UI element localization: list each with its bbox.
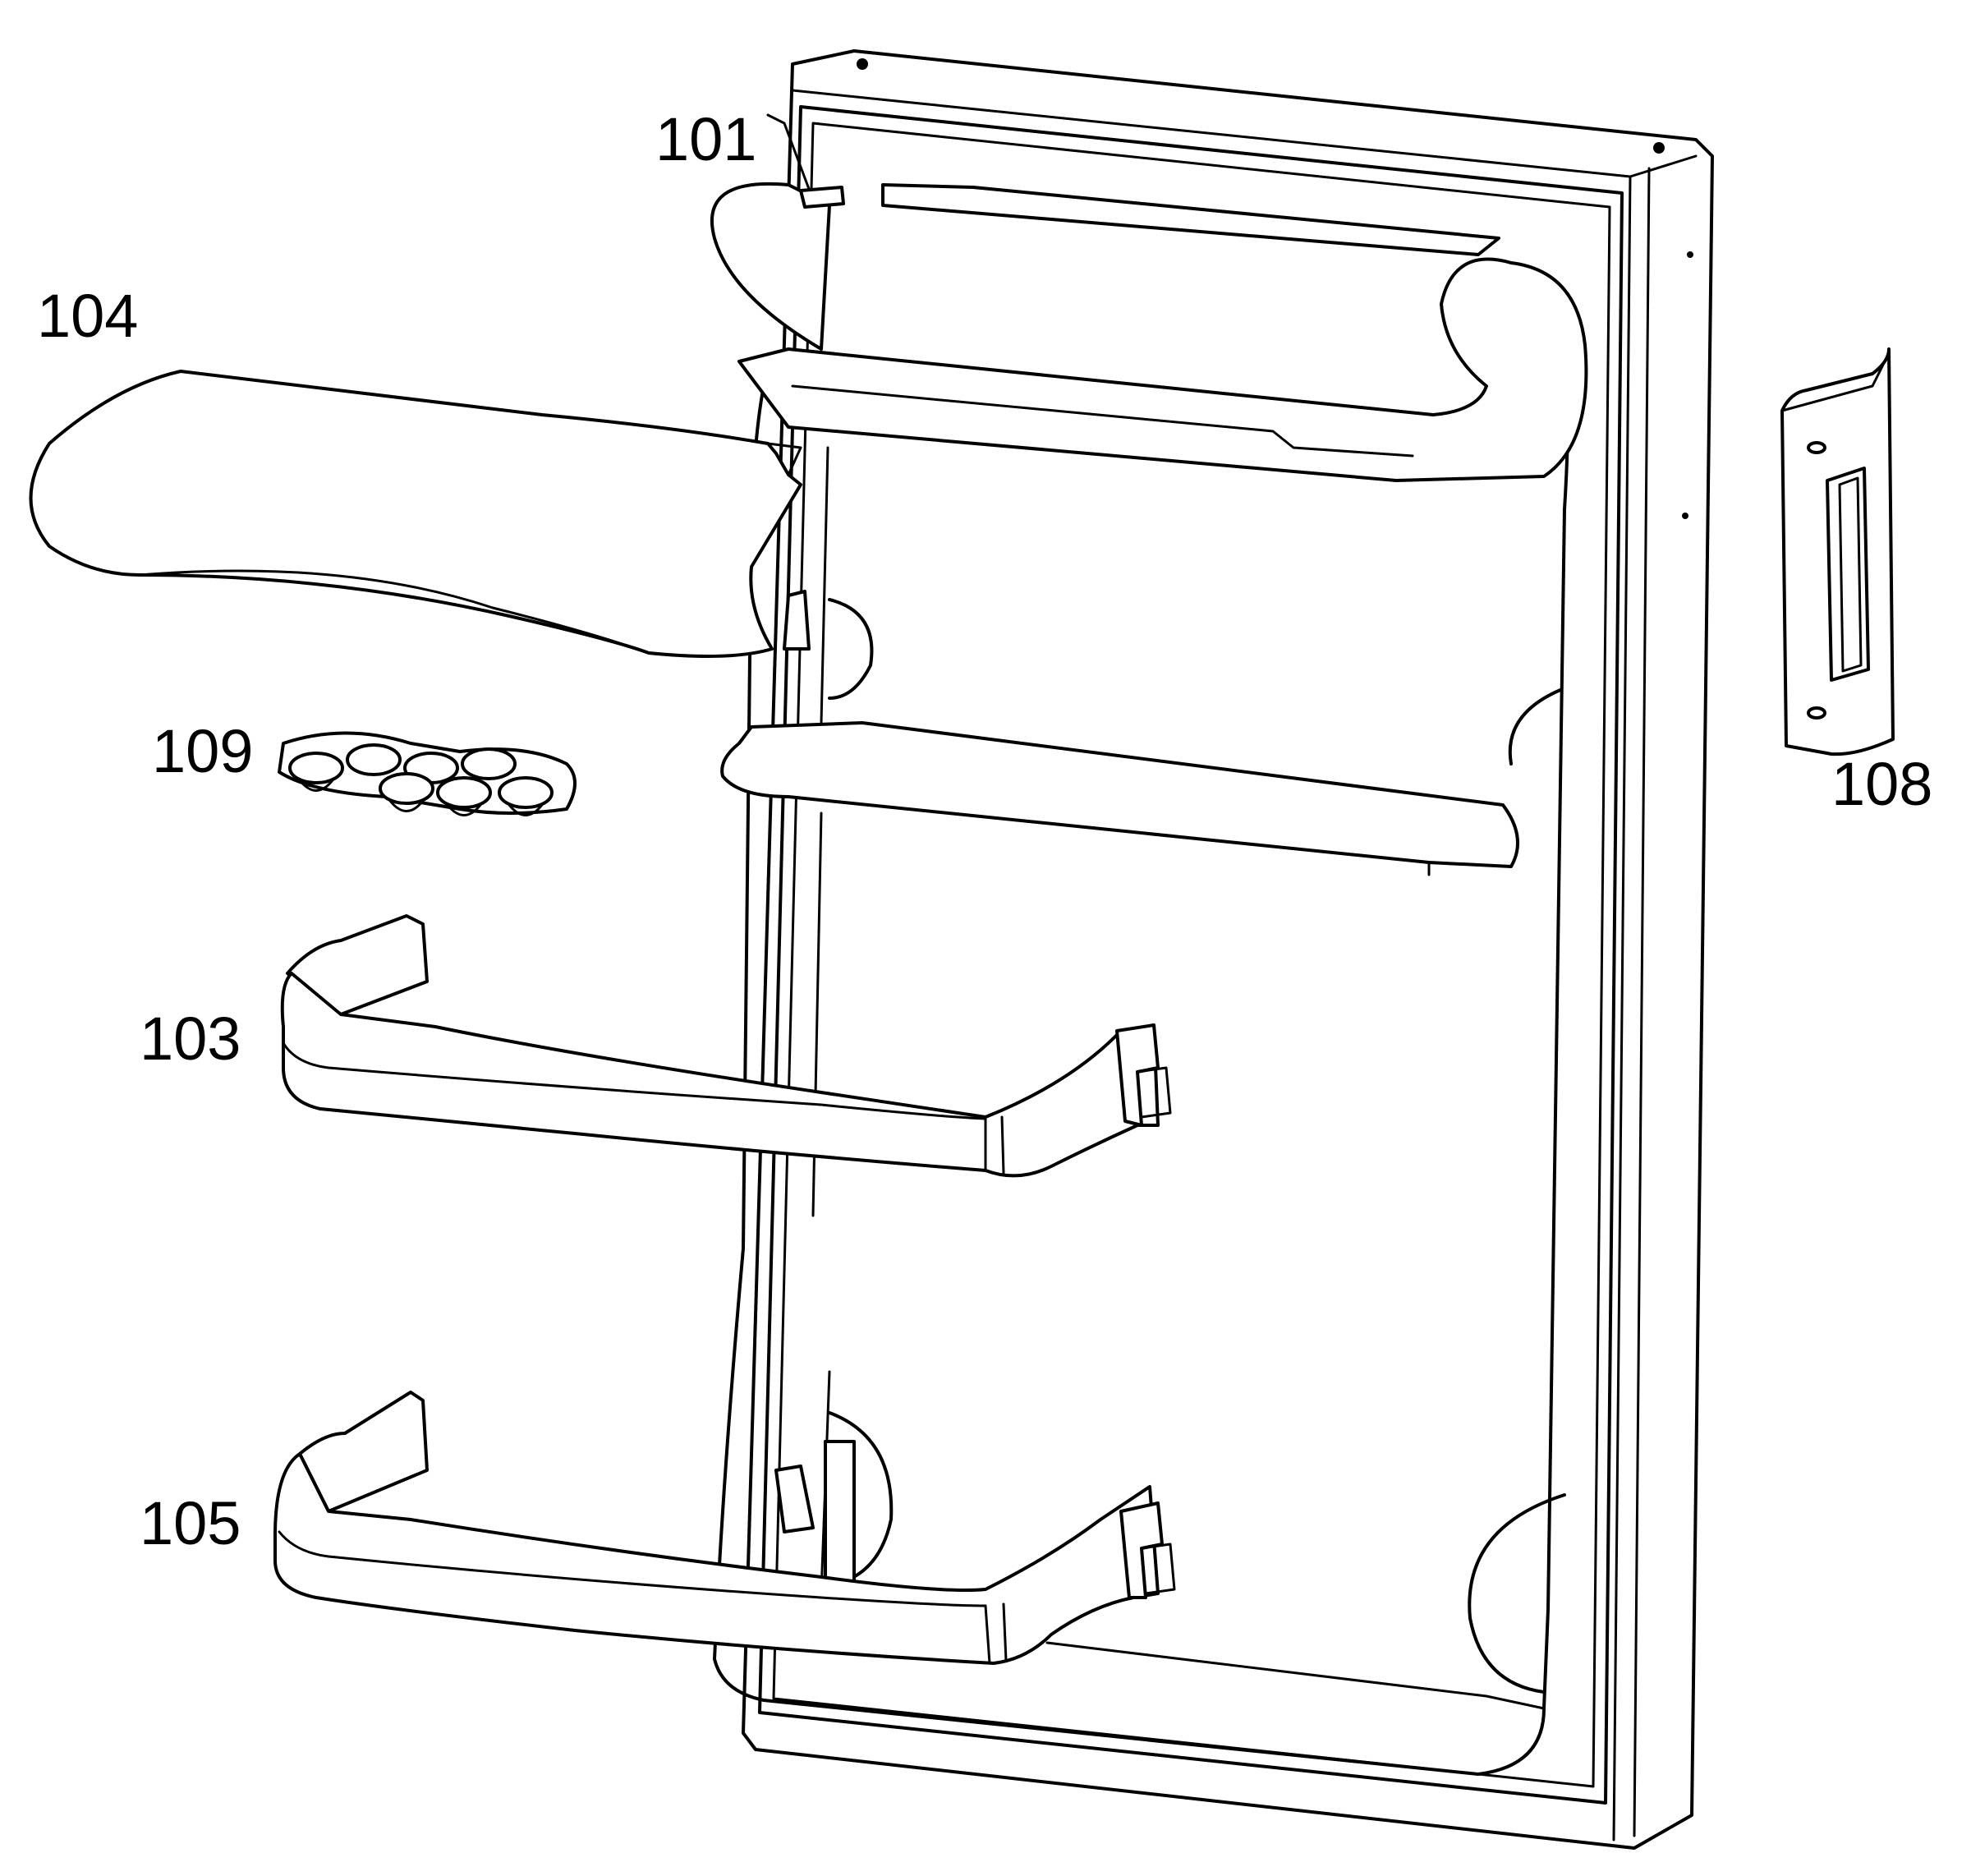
door-screw-hole [857, 58, 868, 70]
egg-cup [498, 776, 554, 809]
label-103: 103 [140, 1005, 241, 1073]
door-right-bump-upper [1508, 688, 1562, 766]
upper-shelf-cover [29, 370, 802, 658]
middle-bin-front-lip [282, 1041, 987, 1120]
handle-recess [1826, 467, 1870, 682]
shelf-cover-fold [138, 569, 650, 655]
door-bottom-rail [1045, 1641, 1546, 1710]
door-upper-shelf-base [737, 257, 1588, 482]
door-liner-notch [824, 1440, 856, 1595]
egg-cup [288, 752, 344, 784]
door-liner-tab [783, 590, 811, 651]
handle-plate-rim [1780, 352, 1891, 412]
door-assembly [710, 49, 1714, 1850]
shelf-cover-body [29, 370, 802, 658]
egg-cup [346, 743, 402, 776]
lower-bin-body [273, 1452, 1160, 1665]
door-edge-line-2 [1633, 167, 1651, 1837]
door-hinge-pin [799, 186, 845, 209]
shelf-cover-tip [766, 442, 802, 476]
middle-bin-body [280, 972, 1160, 1178]
door-middle-shelf [720, 721, 1519, 868]
door-screw-hole [1682, 513, 1688, 519]
egg-cup [436, 776, 492, 809]
label-108: 108 [1831, 750, 1932, 818]
door-upper-compartment [710, 182, 831, 351]
middle-bin-end-face [984, 1115, 1005, 1175]
door-gasket-inner [772, 122, 1611, 1788]
middle-bin-back-wall [286, 914, 429, 1016]
middle-door-bin [280, 914, 1172, 1178]
middle-bin-clip-slot [1136, 1066, 1172, 1119]
door-upper-shelf-lip [791, 384, 1414, 458]
door-liner-tab-lower [774, 1464, 815, 1533]
lower-bin-front-lip [278, 1530, 987, 1607]
egg-cup [461, 747, 517, 780]
door-screw-hole [1687, 251, 1693, 258]
handle-screw-slot [1807, 706, 1826, 720]
door-gasket [758, 105, 1624, 1805]
lower-bin-end-face [984, 1602, 1008, 1665]
door-liner-bump-lower [828, 1411, 894, 1587]
egg-cup-bottoms [298, 779, 544, 816]
lower-door-bin [273, 1391, 1176, 1665]
label-105: 105 [140, 1489, 241, 1557]
door-liner-bump [828, 598, 874, 700]
door-screw-hole [1653, 142, 1665, 154]
lower-bin-clip-slot [1140, 1543, 1176, 1595]
egg-tray [278, 731, 577, 816]
door-top-rail [881, 183, 1500, 256]
door-edge-line [1612, 175, 1632, 1842]
lower-bin-back-wall [298, 1391, 429, 1513]
leader-line-101 [766, 113, 811, 191]
handle-screw-slot [1807, 441, 1826, 454]
door-handle [1780, 347, 1895, 756]
door-top-edge [791, 89, 1698, 178]
handle-recess-inner [1838, 476, 1863, 673]
label-104: 104 [37, 282, 138, 350]
door-right-bump [1468, 1493, 1566, 1694]
label-101: 101 [655, 105, 756, 173]
door-outer-panel [742, 49, 1714, 1850]
label-109: 109 [152, 717, 253, 785]
egg-cup [379, 772, 434, 805]
